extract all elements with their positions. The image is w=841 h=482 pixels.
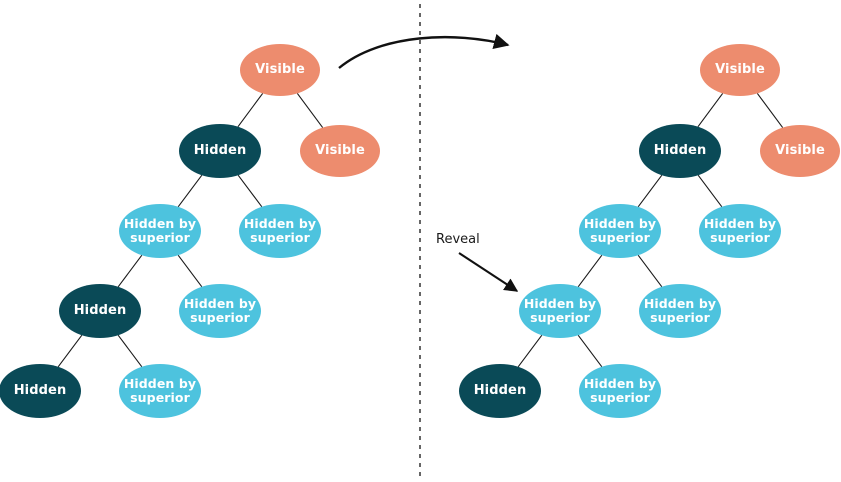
tree-edge-left-l4-l7: [177, 254, 203, 288]
tree-node-left-l4[interactable]: Hidden by superior: [119, 204, 201, 258]
tree-edge-left-l1-l2: [237, 93, 264, 128]
tree-edge-left-l2-l5: [237, 174, 263, 208]
tree-node-label: Hidden: [473, 382, 527, 398]
tree-node-right-r4[interactable]: Hidden by superior: [579, 204, 661, 258]
tree-node-label: Hidden by superior: [703, 216, 777, 245]
tree-node-label: Visible: [715, 61, 765, 77]
tree-node-label: Hidden: [193, 142, 247, 158]
tree-node-label: Hidden by superior: [583, 376, 657, 405]
tree-node-left-l9[interactable]: Hidden by superior: [119, 364, 201, 418]
tree-node-label: Hidden by superior: [643, 296, 717, 325]
tree-node-label: Hidden: [653, 142, 707, 158]
tree-node-label: Hidden by superior: [523, 296, 597, 325]
tree-node-left-l1[interactable]: Visible: [240, 44, 320, 96]
tree-node-left-l8[interactable]: Hidden: [0, 364, 81, 418]
tree-edge-left-l6-l8: [57, 334, 83, 368]
tree-node-label: Hidden by superior: [123, 216, 197, 245]
tree-node-label: Hidden: [13, 382, 67, 398]
tree-edge-left-l2-l4: [177, 174, 203, 208]
tree-edge-left-l1-l3: [296, 93, 324, 128]
tree-node-label: Hidden by superior: [183, 296, 257, 325]
tree-edge-left-l6-l9: [117, 334, 143, 368]
tree-node-label: Visible: [315, 142, 365, 158]
tree-node-left-l2[interactable]: Hidden: [179, 124, 261, 178]
tree-node-right-r7[interactable]: Hidden by superior: [639, 284, 721, 338]
tree-node-left-l5[interactable]: Hidden by superior: [239, 204, 321, 258]
tree-edge-right-r4-r6: [577, 254, 603, 288]
tree-node-right-r5[interactable]: Hidden by superior: [699, 204, 781, 258]
tree-edge-right-r1-r2: [697, 93, 724, 128]
tree-node-right-r8[interactable]: Hidden: [459, 364, 541, 418]
tree-node-right-r3[interactable]: Visible: [760, 125, 840, 177]
tree-node-left-l3[interactable]: Visible: [300, 125, 380, 177]
reveal-annotation-label: Reveal: [436, 232, 480, 247]
tree-node-label: Hidden: [73, 302, 127, 318]
tree-node-right-r6[interactable]: Hidden by superior: [519, 284, 601, 338]
tree-edge-right-r4-r7: [637, 254, 663, 288]
tree-node-left-l6[interactable]: Hidden: [59, 284, 141, 338]
tree-node-right-r1[interactable]: Visible: [700, 44, 780, 96]
transform-arrow: [338, 33, 510, 69]
tree-node-label: Hidden by superior: [243, 216, 317, 245]
tree-edge-right-r2-r4: [637, 174, 663, 208]
tree-node-right-r9[interactable]: Hidden by superior: [579, 364, 661, 418]
tree-edge-right-r6-r9: [577, 334, 603, 368]
reveal-arrow: [458, 252, 519, 292]
tree-node-label: Visible: [775, 142, 825, 158]
tree-node-label: Hidden by superior: [123, 376, 197, 405]
tree-node-label: Visible: [255, 61, 305, 77]
tree-edge-right-r2-r5: [697, 174, 723, 208]
tree-node-right-r2[interactable]: Hidden: [639, 124, 721, 178]
tree-node-left-l7[interactable]: Hidden by superior: [179, 284, 261, 338]
tree-edge-right-r6-r8: [517, 334, 543, 368]
tree-edge-right-r1-r3: [756, 93, 784, 128]
tree-edge-left-l4-l6: [117, 254, 143, 288]
tree-node-label: Hidden by superior: [583, 216, 657, 245]
